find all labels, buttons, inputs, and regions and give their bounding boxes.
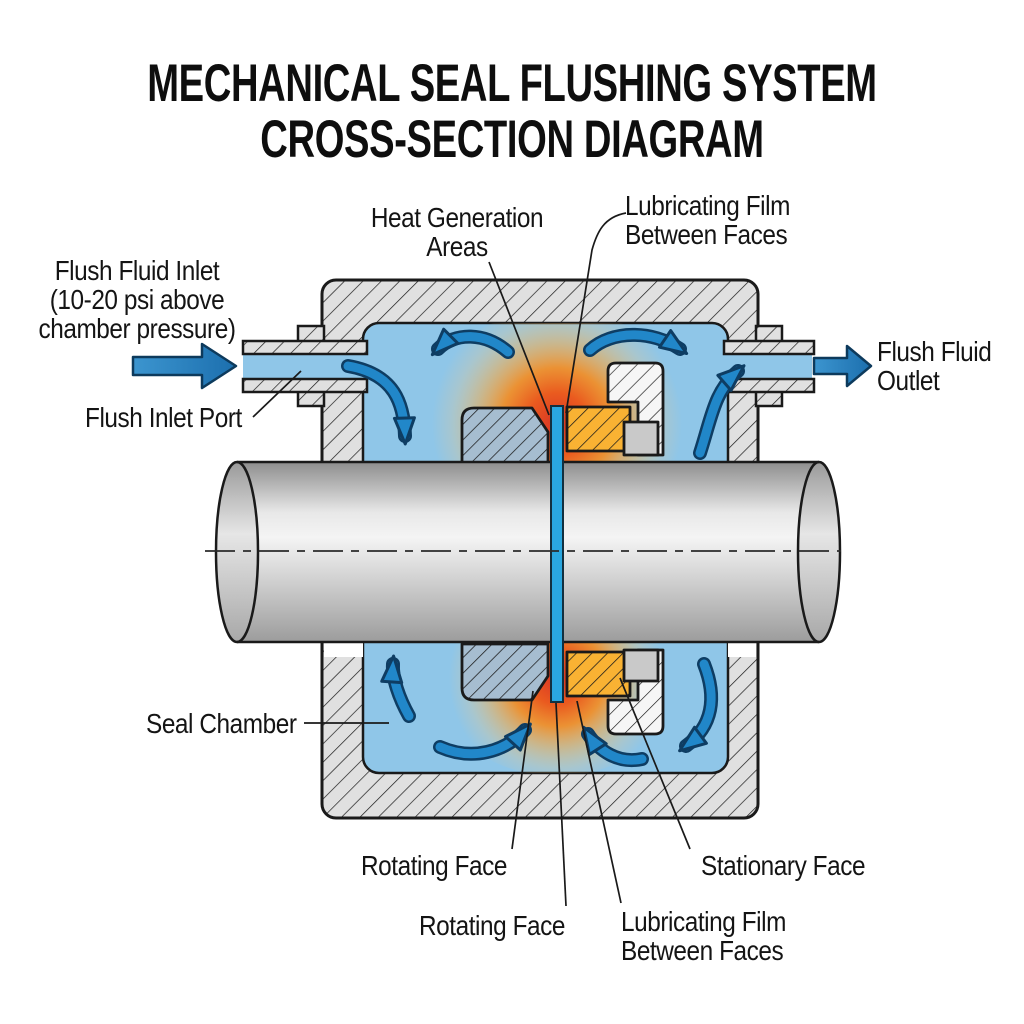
page-title: MECHANICAL SEAL FLUSHING SYSTEM CROSS-SE… — [0, 56, 1024, 168]
label-rotating-face-upper: Rotating Face — [361, 850, 508, 881]
face-holder-bottom — [622, 648, 660, 683]
face-holder-top — [622, 420, 660, 457]
rotating-face-bottom — [460, 642, 550, 702]
label-flush-fluid-outlet: Flush Fluid Outlet — [877, 336, 992, 396]
flow-arrow-to-outlet — [693, 364, 746, 460]
leader-lubricating-film-bottom — [576, 700, 622, 904]
label-heat-generation-areas: Heat Generation Areas — [370, 202, 544, 262]
leader-lines — [252, 212, 691, 907]
bore-clearance-right — [728, 643, 756, 657]
label-flush-fluid-inlet: Flush Fluid Inlet (10-20 psi above chamb… — [38, 255, 236, 344]
flow-arrow-bottom-right-down — [678, 657, 719, 753]
leader-stationary-face — [619, 677, 691, 850]
label-seal-chamber: Seal Chamber — [146, 708, 297, 739]
flow-arrow-top-right — [583, 327, 689, 357]
title-line-1: MECHANICAL SEAL FLUSHING SYSTEM — [147, 54, 877, 113]
rotating-face-top — [460, 406, 550, 466]
flush-inlet-arrow — [131, 342, 238, 390]
label-lubricating-film-bottom: Lubricating Film Between Faces — [621, 906, 786, 966]
flow-arrow-bottom-center-right — [581, 725, 649, 768]
stationary-face-top — [565, 405, 632, 453]
flush-inlet-port-passage — [241, 339, 369, 394]
label-stationary-face: Stationary Face — [701, 850, 866, 881]
shaft-end-left — [214, 460, 260, 644]
title-line-2: CROSS-SECTION DIAGRAM — [260, 110, 764, 169]
leader-heat-generation — [488, 261, 550, 416]
flow-arrow-bottom-left-up — [380, 654, 416, 723]
lubricating-film — [550, 405, 564, 703]
flush-outlet-arrow — [812, 344, 873, 388]
label-rotating-face-lower: Rotating Face — [419, 910, 566, 941]
flow-arrow-bottom-center-left — [433, 722, 532, 761]
label-flush-inlet-port: Flush Inlet Port — [85, 402, 242, 433]
flow-circulation-arrows — [341, 327, 746, 768]
pump-shaft — [214, 460, 842, 644]
leader-lubricating-film-top — [565, 212, 627, 414]
label-lubricating-film-top: Lubricating Film Between Faces — [625, 190, 790, 250]
stationary-face-bottom — [565, 650, 632, 698]
leader-rotating-face-lower — [555, 702, 567, 907]
leader-rotating-face-upper — [511, 690, 534, 850]
shaft-end-right — [796, 460, 842, 644]
flow-arrow-top-left — [430, 327, 515, 359]
leader-flush-inlet-port — [252, 370, 302, 418]
flow-arrow-inlet-down — [341, 359, 416, 446]
bore-clearance-left — [324, 643, 363, 657]
